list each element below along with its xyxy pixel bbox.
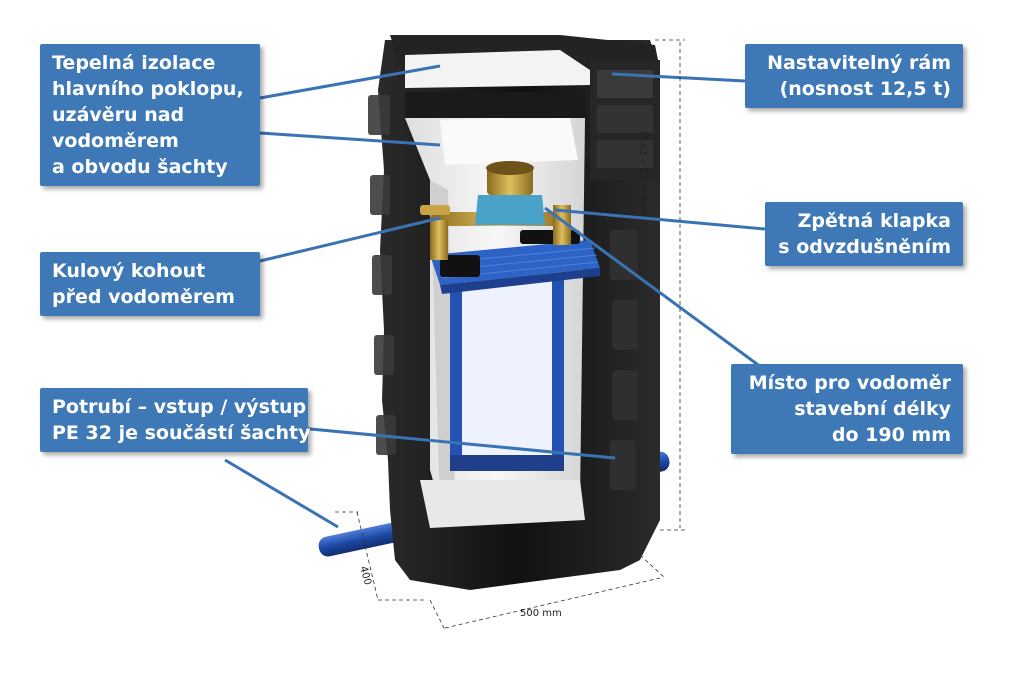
callout-insulation: Tepelná izolace hlavního poklopu, uzávěr… [40,44,260,186]
dimension-lines [335,39,685,631]
callout-frame-line-1: Nastavitelný rám [767,52,951,74]
callout-insulation-line-2: hlavního poklopu, [52,78,244,100]
callout-meter-space-line-2: stavební délky [794,398,951,420]
callout-ball-valve-line-1: Kulový kohout [52,260,206,282]
callout-frame: Nastavitelný rám (nosnost 12,5 t) [745,44,963,108]
callout-pipe: Potrubí – vstup / výstup PE 32 je součás… [40,388,311,452]
callout-pipe-line-1: Potrubí – vstup / výstup [52,396,307,418]
callout-insulation-line-3: uzávěru nad [52,104,185,126]
meter-support [430,230,600,471]
callout-check-valve-line-2: s odvzdušněním [778,236,951,258]
callout-frame-line-2: (nosnost 12,5 t) [779,78,951,100]
callout-meter-space-line-3: do 190 mm [831,424,951,446]
callout-meter-space: Místo pro vodoměr stavební délky do 190 … [731,364,963,454]
callout-meter-space-line-1: Místo pro vodoměr [748,372,951,394]
leader-lines [224,64,766,529]
callout-ball-valve: Kulový kohout před vodoměrem [40,252,260,316]
callout-insulation-line-1: Tepelná izolace [52,52,216,74]
dimension-height-label: 1163 – 1339 mm [637,130,648,215]
callout-check-valve-line-1: Zpětná klapka [797,210,951,232]
dimension-width-label: 500 mm [520,608,562,619]
callout-pipe-line-2: PE 32 je součástí šachty [52,422,311,444]
callout-insulation-line-4: vodoměrem [52,130,179,152]
callout-check-valve: Zpětná klapka s odvzdušněním [765,202,963,266]
callout-insulation-line-5: a obvodu šachty [52,156,228,178]
callout-ball-valve-line-2: před vodoměrem [52,286,235,308]
water-meter [420,161,571,260]
